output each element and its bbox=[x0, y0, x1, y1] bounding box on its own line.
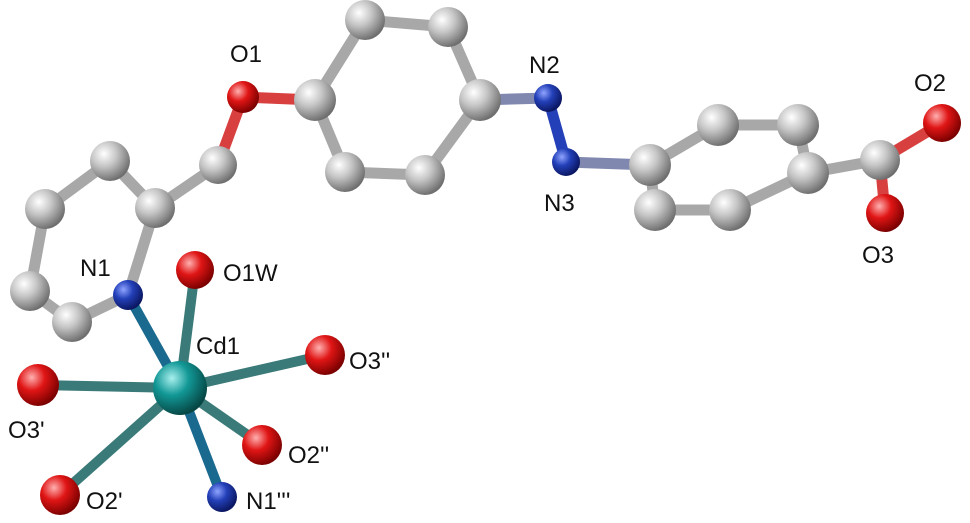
label-o3: O3 bbox=[862, 242, 894, 269]
oxygen-atom-o3p bbox=[17, 364, 59, 406]
carbon-atom bbox=[405, 155, 445, 195]
label-o3p: O3' bbox=[8, 417, 45, 444]
oxygen-atom-o1 bbox=[227, 81, 259, 113]
oxygen-atom-o1w bbox=[176, 251, 214, 289]
atom-labels: O1 N2 N3 O2 O3 N1 O1W Cd1 O3'' O3' O2'' … bbox=[8, 41, 946, 515]
carbon-atom bbox=[199, 146, 237, 184]
carbon-atom bbox=[860, 140, 900, 180]
carbon-atom bbox=[629, 144, 671, 186]
carbon-atom bbox=[294, 79, 336, 121]
carbon-atom bbox=[777, 104, 819, 146]
carbon-atom bbox=[634, 189, 676, 231]
cadmium-atom-cd1 bbox=[153, 361, 207, 415]
carbon-atom bbox=[787, 152, 829, 194]
carbon-atom bbox=[325, 152, 365, 192]
label-o2p: O2' bbox=[86, 488, 123, 515]
label-cd1: Cd1 bbox=[196, 333, 240, 360]
label-o3pp: O3'' bbox=[349, 348, 390, 375]
carbon-atom bbox=[52, 302, 92, 342]
label-n1: N1 bbox=[80, 255, 111, 282]
label-o2: O2 bbox=[914, 70, 946, 97]
label-n3: N3 bbox=[544, 190, 575, 217]
nitrogen-atom-n1ppp bbox=[207, 482, 237, 512]
carbon-atom bbox=[428, 7, 468, 47]
label-o1w: O1W bbox=[223, 260, 278, 287]
carbon-atom bbox=[25, 189, 65, 229]
carbon-atom bbox=[697, 104, 739, 146]
oxygen-atom-o2 bbox=[923, 104, 961, 142]
carbon-atom bbox=[459, 79, 501, 121]
oxygen-atom-o2pp bbox=[242, 425, 282, 465]
nitrogen-atom-n1 bbox=[113, 280, 143, 310]
atoms-layer bbox=[10, 0, 961, 515]
carbon-atom bbox=[135, 188, 175, 228]
oxygen-atom-o2p bbox=[40, 475, 80, 515]
carbon-atom bbox=[709, 189, 751, 231]
carbon-atom bbox=[90, 141, 130, 181]
oxygen-atom-o3 bbox=[866, 194, 904, 232]
carbon-atom bbox=[345, 0, 385, 40]
oxygen-atom-o3pp bbox=[305, 335, 345, 375]
nitrogen-atom-n2 bbox=[534, 84, 562, 112]
label-o2pp: O2'' bbox=[288, 442, 329, 469]
label-n2: N2 bbox=[529, 52, 560, 79]
nitrogen-atom-n3 bbox=[552, 148, 580, 176]
carbon-atom bbox=[10, 271, 50, 311]
label-o1: O1 bbox=[230, 41, 262, 68]
label-n1ppp: N1''' bbox=[246, 488, 290, 515]
